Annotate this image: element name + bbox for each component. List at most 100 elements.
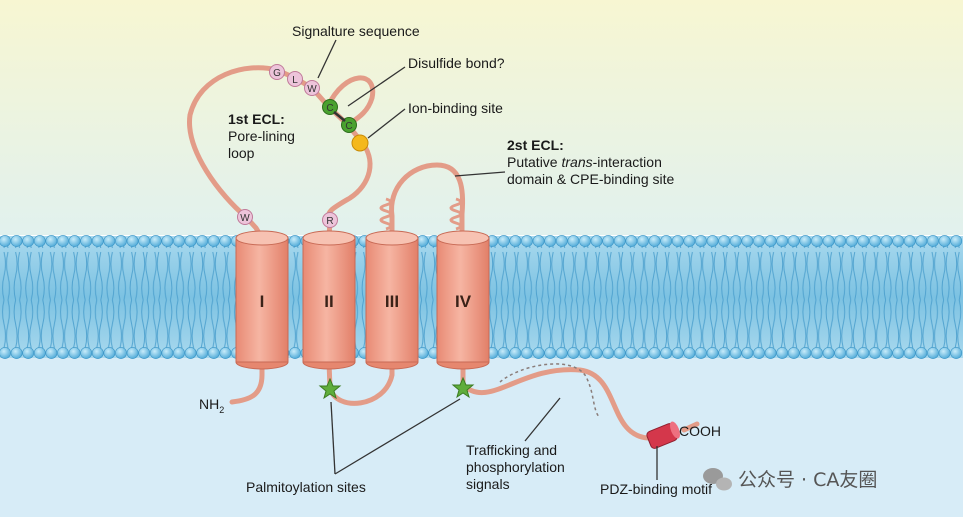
lipid-head-inner (671, 347, 684, 359)
lipid-head-inner (149, 347, 162, 359)
lipid-head-inner (834, 347, 847, 359)
residues: G L W C C W R (237, 64, 369, 228)
label-disulfide-bond: Disulfide bond? (408, 55, 505, 71)
helix-iv: IV (436, 230, 490, 370)
lipid-head-inner (115, 347, 127, 359)
lipid-head-inner (497, 347, 510, 359)
lipid-head-outer (648, 235, 661, 247)
helix-body (235, 237, 289, 363)
lipid-head-outer (834, 235, 847, 247)
lipid-head-inner (196, 347, 209, 359)
ion-binding-residue (351, 134, 369, 152)
lipid-head-outer (544, 235, 557, 247)
c-terminus-end (681, 421, 700, 433)
helix-iii: III (365, 230, 419, 370)
lipid-head-outer (602, 235, 615, 247)
lipid-head-outer (857, 235, 870, 247)
lipid-head-inner (532, 347, 545, 359)
lipid-head-inner (706, 347, 719, 359)
wechat-icon (703, 468, 732, 491)
ecl1-left-strand (187, 65, 280, 241)
helix-label: I (260, 292, 265, 311)
leader-trafficking (524, 397, 561, 442)
watermark-text: 公众号 · CA友圈 (738, 469, 877, 491)
lipid-head-outer (787, 235, 800, 247)
lipid-head-outer (706, 235, 719, 247)
lipid-head-inner (33, 347, 46, 359)
lipid-head-outer (718, 235, 731, 247)
helix-label: III (385, 292, 399, 311)
leader-ecl2 (454, 171, 506, 177)
residue-w-bottom: W (237, 209, 253, 225)
lipid-head-inner (915, 347, 928, 359)
svg-text:C: C (326, 103, 333, 114)
label-cooh: COOH (679, 423, 721, 439)
svg-text:G: G (273, 68, 281, 79)
lipid-head-inner (0, 347, 11, 359)
lipid-head-inner (695, 347, 707, 359)
lipid-head-outer (196, 235, 209, 247)
leader-palm-1 (330, 401, 336, 475)
label-ecl1-title: 1st ECL: (228, 111, 285, 127)
label-palmitoylation-sites: Palmitoylation sites (246, 479, 366, 495)
lipid-head-outer (567, 235, 580, 247)
lipid-head-inner (718, 347, 731, 359)
lipid-head-outer (764, 235, 777, 247)
lipid-head-outer (497, 235, 510, 247)
lipid-head-inner (579, 347, 591, 359)
svg-text:C: C (345, 121, 352, 132)
lipid-head-outer (289, 235, 301, 247)
lipid-head-outer (0, 235, 11, 247)
helix-label: IV (455, 292, 472, 311)
label-ecl2-title: 2st ECL: (507, 137, 564, 153)
lipid-head-outer (776, 235, 789, 247)
residue-g: G (269, 64, 285, 80)
helix-top-cap (365, 230, 419, 246)
lipid-head-inner (683, 347, 696, 359)
lipid-head-outer (880, 235, 893, 247)
lipid-head-outer (91, 235, 104, 247)
lipid-head-inner (625, 347, 638, 359)
lipid-head-inner (521, 347, 533, 359)
n-terminus-strand (229, 359, 265, 405)
lipid-head-outer (33, 235, 46, 247)
lipid-head-outer (173, 235, 185, 247)
lipid-head-outer (10, 235, 23, 247)
lipid-head-outer (161, 235, 174, 247)
lipid-head-inner (613, 347, 626, 359)
lipid-head-outer (509, 235, 522, 247)
lipid-head-inner (764, 347, 777, 359)
lipid-head-inner (590, 347, 603, 359)
lipid-head-inner (799, 347, 812, 359)
lipid-head-outer (22, 235, 35, 247)
residue-l: L (287, 71, 303, 87)
label-ecl1-line1: Pore-lining (228, 128, 295, 144)
lipid-head-inner (648, 347, 661, 359)
lipid-head-inner (68, 347, 81, 359)
pdz-binding-motif (646, 421, 681, 449)
lipid-head-outer (207, 235, 220, 247)
lipid-head-inner (729, 347, 742, 359)
coil-left (379, 197, 393, 231)
lipid-head-outer (845, 235, 858, 247)
lipid-head-inner (869, 347, 881, 359)
label-trafficking-1: Trafficking and (466, 442, 557, 458)
lipid-head-outer (590, 235, 603, 247)
helix-body (365, 237, 419, 363)
leader-disulfide (347, 66, 406, 107)
lipid-head-outer (637, 235, 649, 247)
svg-text:L: L (292, 75, 298, 86)
lipid-head-outer (695, 235, 707, 247)
lipid-head-outer (149, 235, 162, 247)
lipid-head-inner (845, 347, 858, 359)
lipid-head-inner (811, 347, 823, 359)
lipid-head-outer (938, 235, 951, 247)
label-nh2: NH2 (199, 396, 224, 415)
lipid-head-outer (927, 235, 939, 247)
lipid-head-outer (950, 235, 963, 247)
lipid-head-inner (10, 347, 23, 359)
lipid-head-inner (567, 347, 580, 359)
lipid-head-outer (579, 235, 591, 247)
